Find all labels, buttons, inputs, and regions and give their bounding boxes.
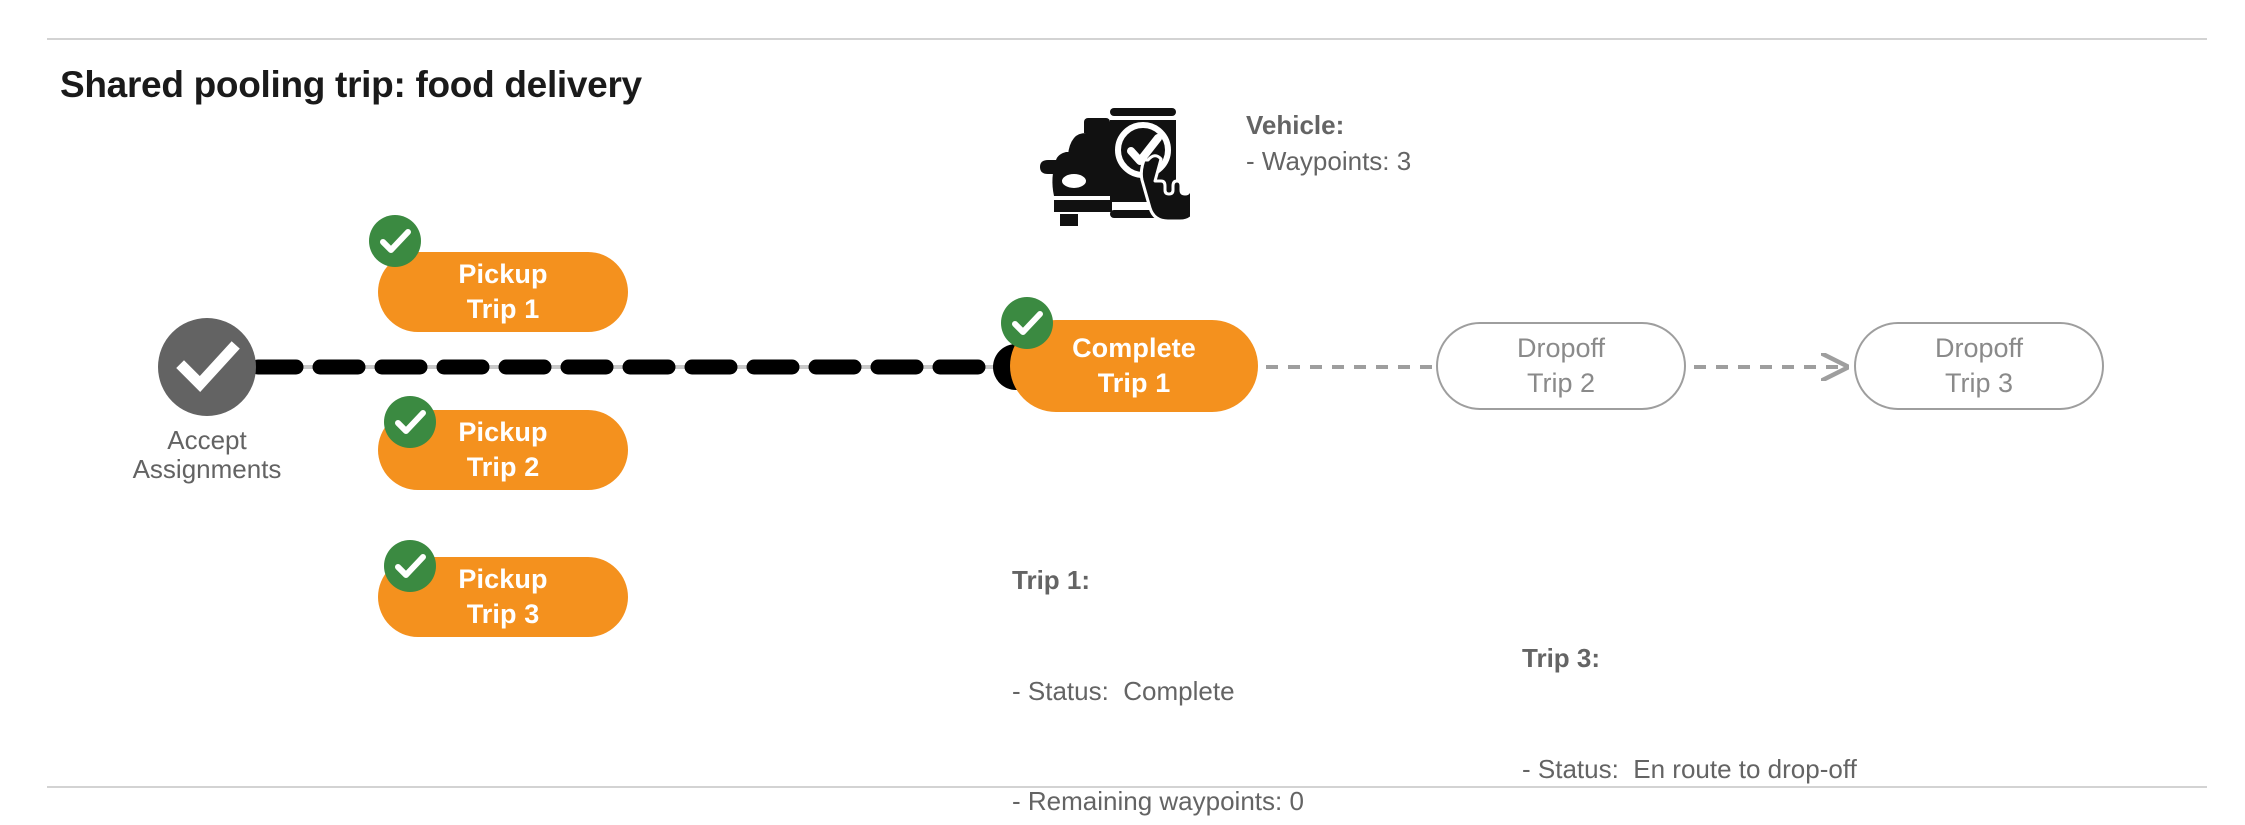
top-divider	[47, 38, 2207, 40]
pickup-trip-3-check-icon	[384, 540, 436, 592]
accept-assignments-label: Accept Assignments	[132, 425, 282, 485]
complete-trip-1-line1: Complete	[1072, 333, 1196, 364]
check-icon	[176, 341, 240, 392]
dropoff-trip-2-node[interactable]: Dropoff Trip 2	[1436, 322, 1686, 410]
complete-trip-1-line2: Trip 1	[1097, 368, 1171, 398]
trip-info-right-block: Trip 3: - Status: En route to drop-off -…	[1522, 566, 1857, 825]
dropoff-trip-3-node[interactable]: Dropoff Trip 3	[1854, 322, 2104, 410]
pickup-trip-2-line2: Trip 2	[466, 452, 540, 482]
trip-1-status: - Status: Complete	[1012, 675, 1235, 706]
vehicle-info-header: Vehicle:	[1246, 110, 1345, 140]
complete-trip-1-check-icon	[1001, 297, 1053, 349]
pickup-trip-1-node[interactable]: Pickup Trip 1	[378, 252, 628, 332]
accept-circle	[158, 318, 256, 416]
pickup-trip-3-line1: Pickup	[458, 564, 548, 595]
bottom-divider	[47, 786, 2207, 788]
vehicle-info-waypoints: - Waypoints: 3	[1246, 145, 1412, 176]
pickup-trip-1-line2: Trip 1	[466, 294, 540, 324]
trip-info-left-block: Trip 1: - Status: Complete - Remaining w…	[1012, 488, 1347, 825]
pickup-trip-2-line1: Pickup	[458, 417, 548, 448]
trip-1-header: Trip 1:	[1012, 564, 1091, 595]
complete-trip-1-node[interactable]: Complete Trip 1	[1010, 320, 1258, 412]
pickup-trip-1-line1: Pickup	[458, 259, 548, 290]
dropoff-trip-2-line1: Dropoff	[1516, 333, 1606, 364]
pickup-trip-1-check-icon	[369, 215, 421, 267]
pickup-trip-3-line2: Trip 3	[466, 599, 540, 629]
vehicle-info-block: Vehicle: - Waypoints: 3	[1246, 108, 1411, 180]
trip-1-waypoints: - Remaining waypoints: 0	[1012, 786, 1304, 817]
dropoff-trip-2-line2: Trip 2	[1526, 368, 1595, 398]
accept-assignments-node[interactable]: Accept Assignments	[133, 318, 281, 484]
dropoff-trip-3-line1: Dropoff	[1934, 333, 2024, 364]
vehicle-app-check-icon	[1030, 88, 1190, 228]
page-title: Shared pooling trip: food delivery	[60, 64, 642, 105]
dropoff-trip-3-line2: Trip 3	[1944, 368, 2013, 398]
pickup-trip-2-check-icon	[384, 396, 436, 448]
trip-3-header: Trip 3:	[1522, 642, 1601, 673]
trip-3-status: - Status: En route to drop-off	[1522, 753, 1857, 784]
